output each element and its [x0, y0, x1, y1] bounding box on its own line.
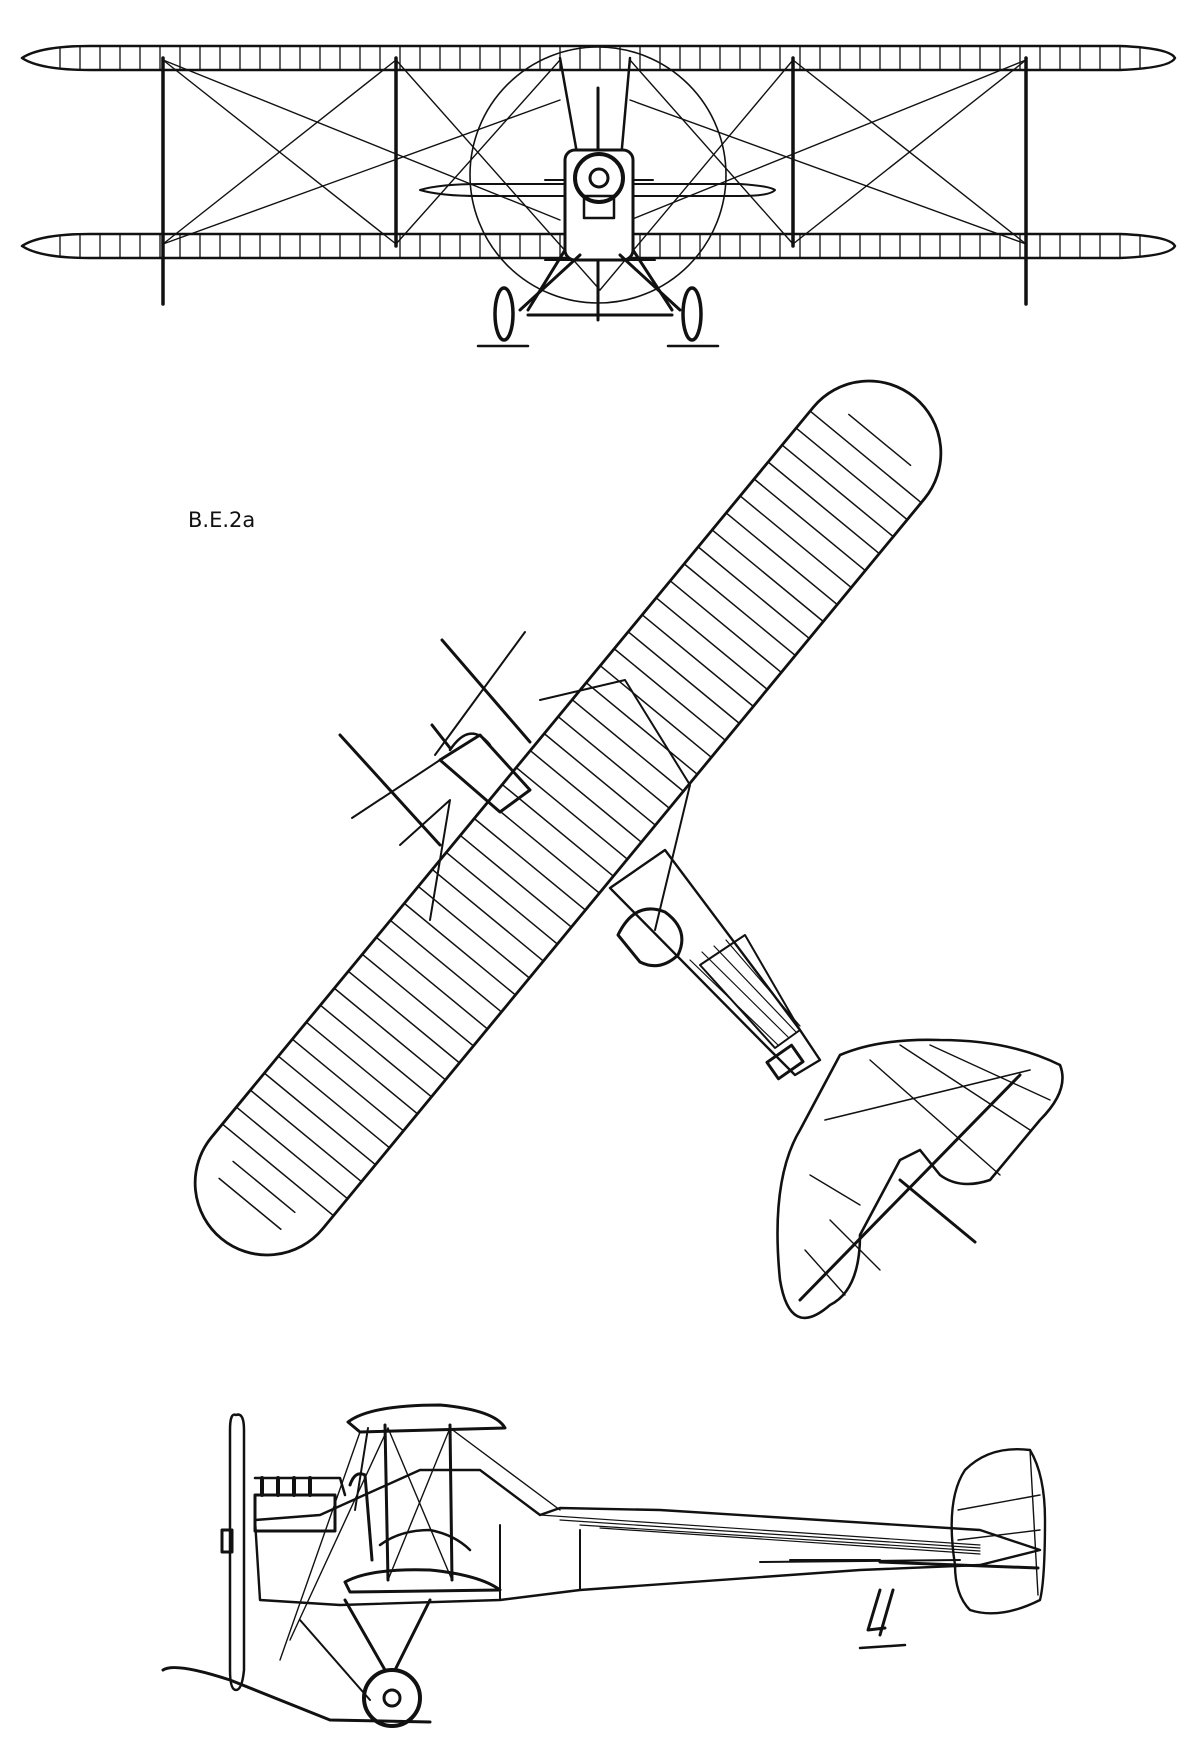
plan-view — [193, 379, 1064, 1320]
front-upper-wing-ribs — [59, 46, 1141, 70]
side-skid — [161, 1666, 432, 1724]
front-wheel-left — [493, 286, 515, 342]
plan-wing-rib — [781, 444, 895, 538]
plan-cockpit — [616, 907, 684, 968]
plan-wing-rib — [515, 766, 629, 860]
front-bracing-wires — [162, 59, 1027, 291]
side-strut-front — [383, 1423, 390, 1582]
plan-wing-rib — [767, 461, 881, 555]
plan-wing-rib — [333, 987, 447, 1081]
front-fuselage — [563, 148, 635, 262]
plan-wing-rib — [235, 1106, 349, 1200]
front-spinner — [588, 167, 610, 189]
plan-wing-rib — [232, 1160, 296, 1214]
plan-wing-rib — [417, 885, 531, 979]
plan-wing-rib — [529, 749, 643, 843]
plan-rudder — [898, 1178, 977, 1244]
plan-wing-rib — [459, 834, 573, 928]
plan-propeller-lower — [338, 733, 442, 847]
plan-wing-rib — [263, 1072, 377, 1166]
side-view — [161, 1403, 1047, 1728]
plan-wing-rib — [795, 427, 908, 521]
front-wheel-right — [681, 286, 703, 342]
plan-wing-rib — [613, 647, 727, 742]
plan-wing-rib — [683, 563, 797, 657]
plan-wing-rib — [711, 529, 825, 623]
plan-wing-rib — [218, 1177, 282, 1231]
plan-wing-rib — [305, 1021, 419, 1115]
plan-tailplane — [776, 1038, 1064, 1320]
plan-wing-rib — [753, 478, 867, 572]
side-upper-wing — [346, 1403, 507, 1434]
plan-wing-rib — [557, 715, 671, 809]
plan-wing-rib — [445, 851, 559, 945]
side-fuselage — [253, 1468, 1042, 1607]
plan-wing-rib — [809, 410, 922, 504]
plan-wing-ribs — [218, 410, 922, 1231]
front-lower-wing — [20, 232, 1177, 260]
side-propeller — [228, 1413, 246, 1692]
plan-wing-rib — [319, 1004, 433, 1098]
plan-engine — [438, 733, 532, 814]
plan-wing-rib — [641, 614, 755, 708]
plan-wing-rib — [669, 580, 783, 674]
plan-wing-rib — [291, 1038, 405, 1132]
plan-wing-rib — [697, 546, 811, 640]
plan-wing-rib — [249, 1089, 363, 1183]
side-tailplane — [878, 1560, 1040, 1570]
front-tailplane — [419, 183, 776, 197]
side-exhaust — [348, 1472, 374, 1562]
front-engine-cowl — [573, 152, 625, 204]
plan-wing-rib — [277, 1055, 391, 1149]
plan-wing-rib — [585, 681, 699, 776]
plan-wing-rib — [543, 732, 657, 826]
side-wheel — [362, 1668, 422, 1728]
plan-wing-rib — [627, 631, 741, 725]
plan-wing-rib — [347, 970, 461, 1064]
plan-wing-rib — [403, 902, 517, 996]
side-lower-wing — [343, 1568, 502, 1594]
side-strut-rear — [448, 1423, 454, 1582]
front-undercarriage — [518, 248, 682, 317]
side-fin-rudder — [950, 1448, 1047, 1615]
aircraft-designation-label: B.E.2a — [188, 508, 256, 532]
plan-propeller-upper — [440, 638, 532, 744]
plan-wing-rib — [375, 936, 489, 1030]
plan-wing-rib — [431, 868, 545, 962]
plan-wing-rib — [361, 953, 475, 1047]
plan-wing-rib — [739, 495, 853, 589]
plan-wing-rib — [848, 413, 912, 467]
plan-wing-rib — [501, 783, 615, 877]
plan-wing-rib — [221, 1123, 335, 1217]
plan-wing-rib — [389, 919, 503, 1013]
plan-wing-rib — [599, 664, 713, 759]
plan-wing-rib — [725, 512, 839, 606]
plan-wing-rib — [655, 597, 769, 691]
front-upper-wing — [20, 44, 1177, 72]
front-view — [20, 44, 1177, 348]
plan-wing — [193, 379, 943, 1257]
plan-wing-rib — [487, 800, 601, 894]
plan-fuselage — [608, 848, 822, 1077]
plan-wing-rib — [571, 698, 685, 793]
side-tail-skid — [866, 1588, 895, 1637]
plan-wing-rib — [473, 817, 587, 911]
